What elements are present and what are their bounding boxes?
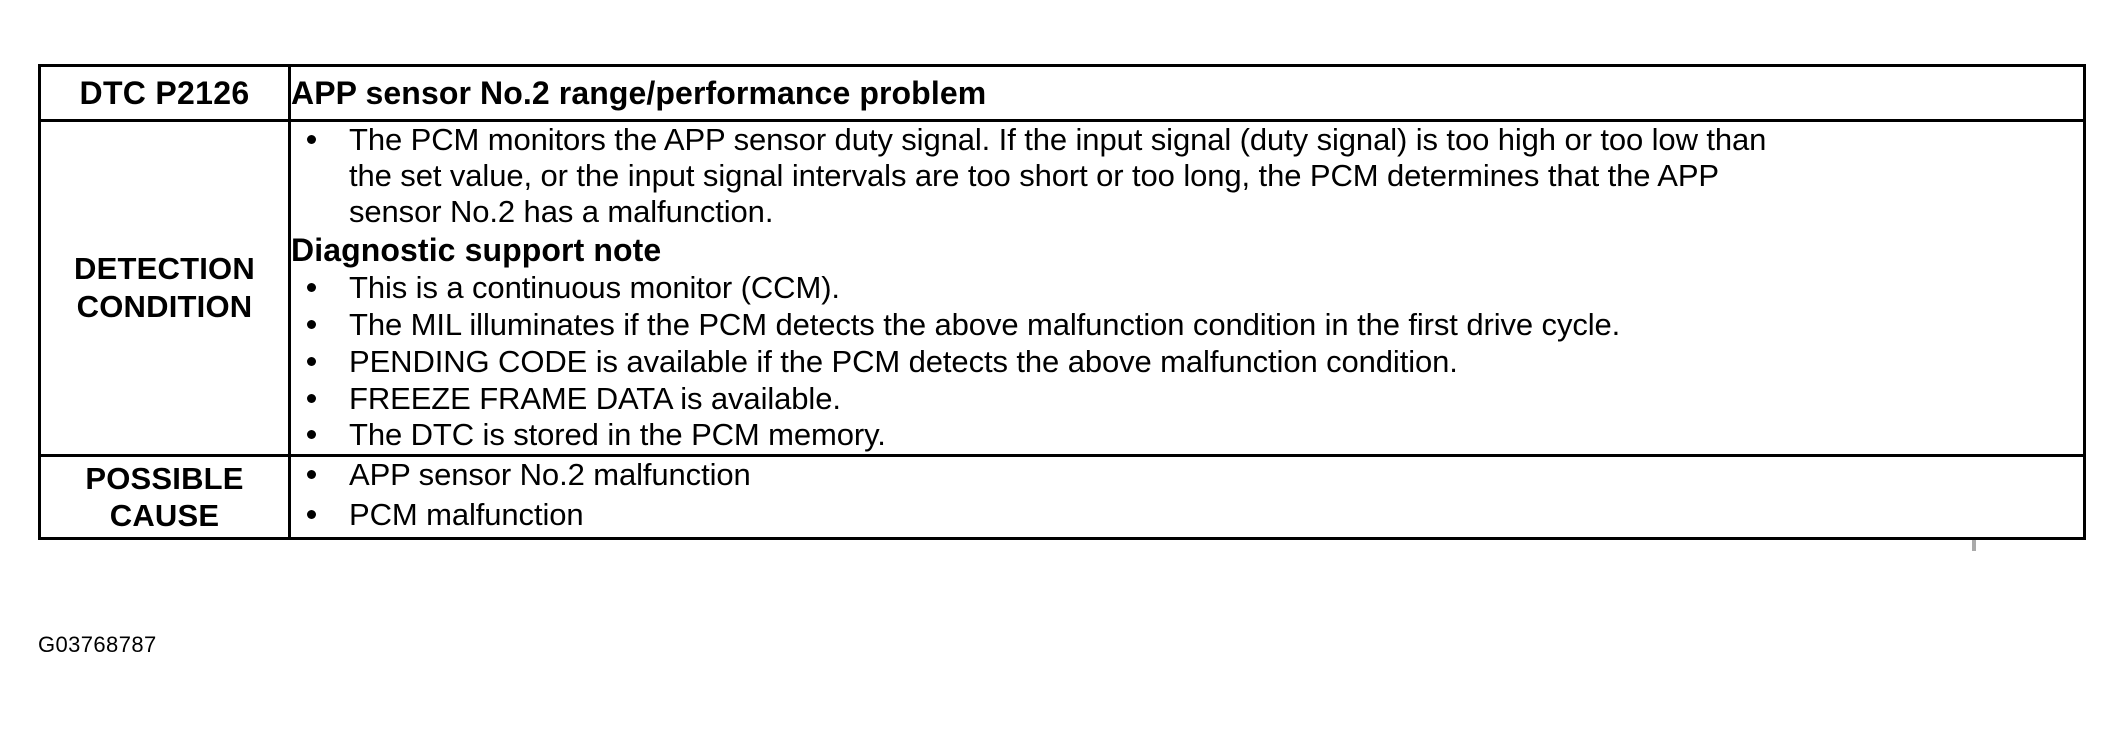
possible-cause-bullet-list: APP sensor No.2 malfunction PCM malfunct… <box>291 457 2083 533</box>
bullet-dot-icon <box>307 356 316 366</box>
bullet-text-line: This is a continuous monitor (CCM). <box>349 269 840 305</box>
table-row-detection-condition: DETECTION CONDITION The PCM monitors the… <box>38 118 2086 458</box>
list-item: This is a continuous monitor (CCM). <box>291 270 2083 306</box>
bullet-dot-icon <box>307 319 316 329</box>
list-item: PCM malfunction <box>291 497 2083 533</box>
list-item: The PCM monitors the APP sensor duty sig… <box>291 122 2083 230</box>
bullet-text-line: The MIL illuminates if the PCM detects t… <box>349 306 1621 342</box>
bullet-text-line: PENDING CODE is available if the PCM det… <box>349 343 1458 379</box>
list-item: APP sensor No.2 malfunction <box>291 457 2083 493</box>
list-item: The DTC is stored in the PCM memory. <box>291 417 2083 453</box>
possible-cause-label-line-2: CAUSE <box>109 498 220 534</box>
table-row-possible-cause: POSSIBLE CAUSE APP sensor No.2 malfuncti… <box>38 454 2086 541</box>
bullet-dot-icon <box>307 510 316 520</box>
bullet-text-line: PCM malfunction <box>349 497 584 533</box>
possible-cause-label-cell: POSSIBLE CAUSE <box>38 454 291 541</box>
bullet-dot-icon <box>307 282 316 292</box>
dtc-code-cell: DTC P2126 <box>38 64 291 122</box>
detection-condition-label-cell: DETECTION CONDITION <box>38 118 291 458</box>
dtc-table: DTC P2126 APP sensor No.2 range/performa… <box>38 64 2086 541</box>
figure-caption: G03768787 <box>38 632 157 657</box>
bullet-text-line: FREEZE FRAME DATA is available. <box>349 380 841 416</box>
bullet-dot-icon <box>307 135 316 144</box>
detection-condition-content-cell: The PCM monitors the APP sensor duty sig… <box>288 118 2086 458</box>
bullet-text-line: APP sensor No.2 malfunction <box>349 457 751 493</box>
diagnostic-support-note-heading: Diagnostic support note <box>291 231 662 268</box>
bullet-text-line: The PCM monitors the APP sensor duty sig… <box>349 122 1767 157</box>
bullet-text-line: The DTC is stored in the PCM memory. <box>349 417 886 453</box>
dtc-description-cell: APP sensor No.2 range/performance proble… <box>288 64 2086 122</box>
possible-cause-content-cell: APP sensor No.2 malfunction PCM malfunct… <box>288 454 2086 541</box>
bullet-dot-icon <box>307 430 316 440</box>
bullet-dot-icon <box>307 470 316 480</box>
bullet-text-line: sensor No.2 has a malfunction. <box>349 193 774 229</box>
detection-primary-bullet-list: The PCM monitors the APP sensor duty sig… <box>291 122 2083 230</box>
diagnostic-support-note-bullet-list: This is a continuous monitor (CCM). The … <box>291 270 2083 454</box>
detection-condition-label-line-2: CONDITION <box>76 289 253 325</box>
detection-condition-label-line-1: DETECTION <box>74 251 255 287</box>
table-row-header: DTC P2126 APP sensor No.2 range/performa… <box>38 64 2086 122</box>
bullet-dot-icon <box>307 393 316 403</box>
list-item: PENDING CODE is available if the PCM det… <box>291 344 2083 380</box>
scan-artifact-speck <box>1972 540 1976 551</box>
list-item: FREEZE FRAME DATA is available. <box>291 381 2083 417</box>
list-item: The MIL illuminates if the PCM detects t… <box>291 307 2083 343</box>
possible-cause-label-line-1: POSSIBLE <box>85 460 244 496</box>
bullet-text-line: the set value, or the input signal inter… <box>349 157 1719 193</box>
